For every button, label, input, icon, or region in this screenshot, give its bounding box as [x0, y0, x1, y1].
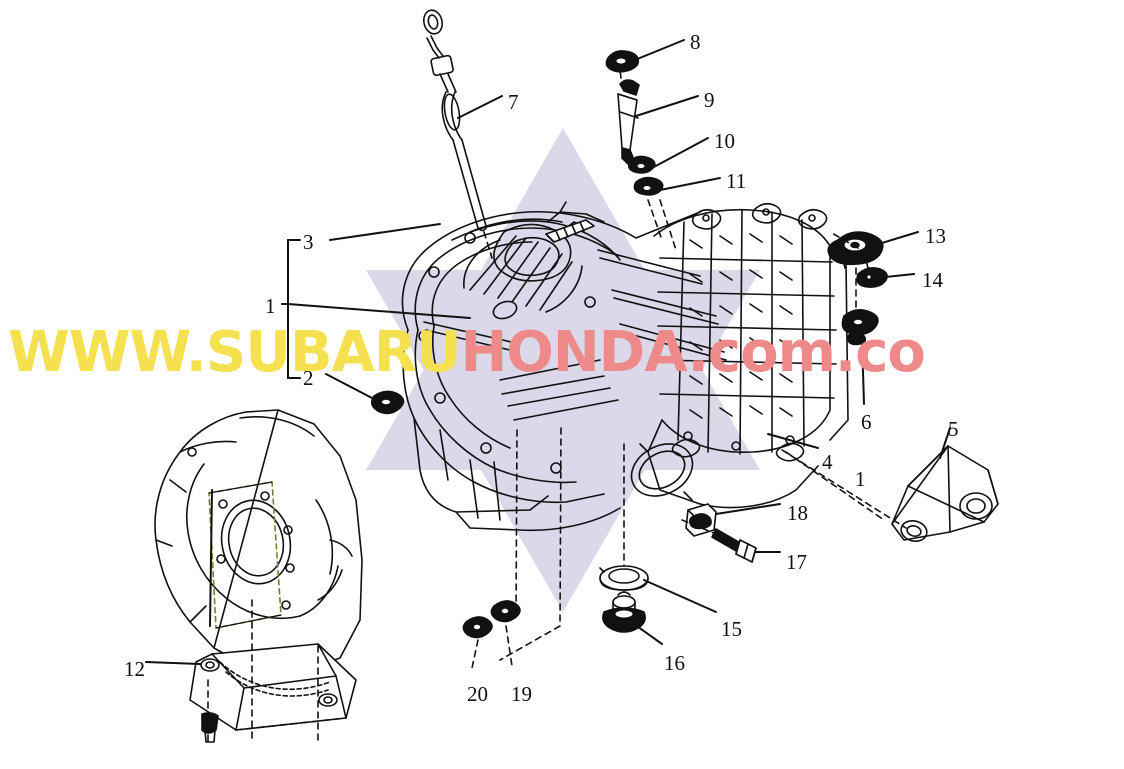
callout-number-8: 8 — [690, 30, 701, 54]
callout-number-14: 14 — [922, 268, 943, 292]
cable-clamp-bracket — [685, 503, 717, 537]
retaining-clip — [856, 267, 888, 288]
lower-cover-plate — [189, 643, 357, 743]
hex-bolt — [711, 528, 757, 563]
callout-number-4: 4 — [822, 450, 833, 474]
speedometer-drive-gear — [827, 231, 884, 269]
callout-number-16: 16 — [664, 651, 685, 675]
callout-number-13: 13 — [925, 224, 946, 248]
callout-number-1: 1 — [855, 467, 866, 491]
callout-number-1: 1 — [265, 294, 276, 318]
breather-plug-assembly — [605, 50, 664, 196]
callout-number-7: 7 — [508, 90, 519, 114]
callout-number-18: 18 — [787, 501, 808, 525]
assembly-axis-lines — [207, 199, 907, 743]
ribbed-extension-housing — [647, 202, 849, 509]
leader-lines — [145, 39, 951, 665]
callout-number-11: 11 — [726, 169, 747, 193]
callout-number-15: 15 — [721, 617, 742, 641]
oil-level-dipstick — [422, 9, 487, 232]
callout-number-12: 12 — [124, 657, 145, 681]
case-mid-section — [423, 201, 727, 361]
switch-sensor-parts — [462, 600, 521, 639]
callout-number-17: 17 — [786, 550, 807, 574]
callout-number-2: 2 — [303, 366, 314, 390]
callout-number-10: 10 — [714, 129, 735, 153]
case-sensor — [370, 390, 405, 415]
callout-number-20: 20 — [467, 682, 488, 706]
callout-number-6: 6 — [861, 410, 872, 434]
callout-number-5: 5 — [948, 417, 959, 441]
engine-mount-bracket — [891, 445, 999, 542]
transmission-case — [401, 210, 701, 532]
callout-number-3: 3 — [303, 230, 314, 254]
callout-number-19: 19 — [511, 682, 532, 706]
callout-number-9: 9 — [704, 88, 715, 112]
drain-plug — [602, 591, 646, 633]
snap-ring — [599, 565, 649, 591]
harness-clamp-bracket — [841, 308, 879, 346]
output-shaft-bore — [630, 443, 694, 501]
